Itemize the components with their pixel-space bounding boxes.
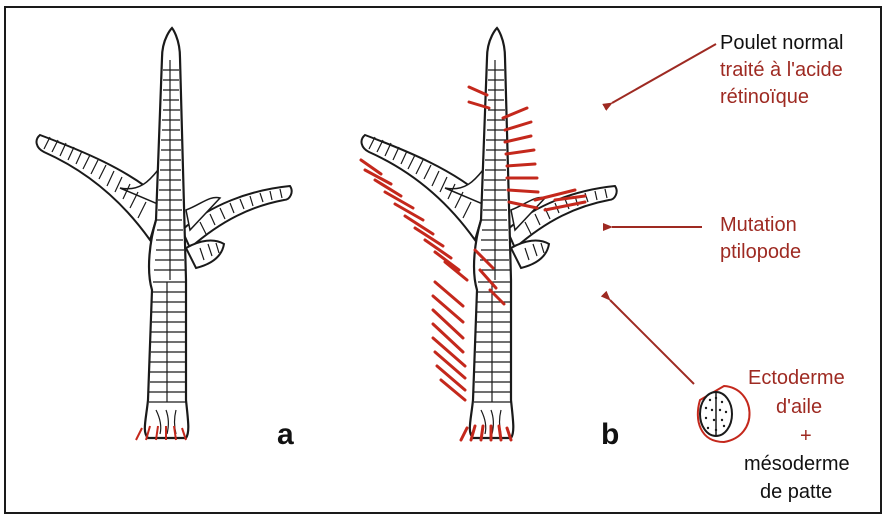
label-ectoderm-line1: Ectoderme: [748, 365, 845, 392]
label-retinoic-line1: traité à l'acide: [720, 57, 843, 84]
graft-bud-icon: [698, 386, 750, 442]
label-mutation-line2: ptilopode: [720, 239, 801, 266]
label-plus: +: [800, 423, 812, 450]
panel-label-a: a: [277, 418, 294, 452]
label-mesoderm-line2: de patte: [760, 479, 832, 506]
label-retinoic-line2: rétinoïque: [720, 84, 809, 111]
arrow-normal: [612, 44, 716, 103]
label-mutation-line1: Mutation: [720, 212, 797, 239]
arrow-graft: [610, 300, 694, 384]
label-mesoderm-line1: mésoderme: [744, 451, 850, 478]
label-normal-chicken: Poulet normal: [720, 30, 843, 57]
foot-feathered: [361, 28, 617, 440]
panel-label-b: b: [601, 418, 619, 452]
foot-normal: [37, 28, 292, 440]
label-ectoderm-line2: d'aile: [776, 394, 822, 421]
